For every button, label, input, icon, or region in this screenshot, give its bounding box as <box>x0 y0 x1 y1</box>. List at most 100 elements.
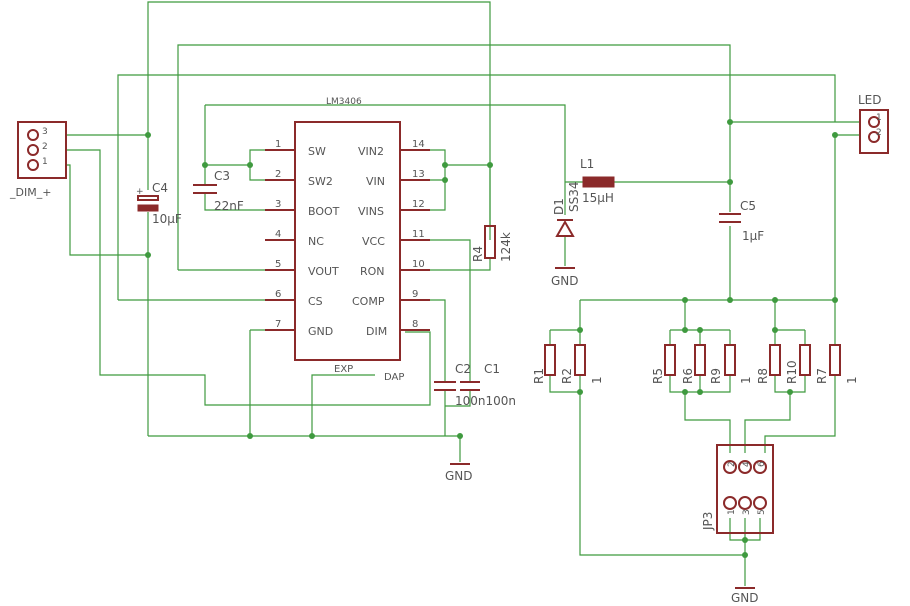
gnd-symbol-diode: GND <box>551 267 579 288</box>
jp3-pin-3 <box>738 496 752 510</box>
ic-pin-name-ron: RON <box>360 265 385 278</box>
resistor-r8: R8 <box>756 344 781 384</box>
r5-name: R5 <box>651 368 665 384</box>
r4-name: R4 <box>471 246 485 262</box>
l1-value: 15µH <box>582 191 614 205</box>
ic-left-pin-stubs <box>265 149 295 331</box>
jp3-pin-label-6: 6 <box>757 461 767 467</box>
capacitor-c3: C3 22nF <box>193 169 244 213</box>
dim-connector-pin-1 <box>27 159 39 171</box>
r9-name: R9 <box>709 368 723 384</box>
c4-plus-sign: + <box>136 187 144 197</box>
jp3-pin-label-2: 2 <box>727 461 737 467</box>
jp3-pin-6 <box>753 460 767 474</box>
gnd-symbol-jp3: GND <box>731 587 759 605</box>
dim-pin-label-3: 3 <box>42 127 48 137</box>
resistor-r7: R7 1 <box>815 344 859 384</box>
c5-value: 1µF <box>742 229 764 243</box>
gnd-symbol-center: GND <box>445 463 473 483</box>
c4-plate-top <box>137 195 159 201</box>
capacitor-c2: C2 <box>434 362 471 391</box>
c4-plate-bottom <box>137 204 159 212</box>
jp3-pin-label-3: 3 <box>742 509 752 515</box>
resistor-r6: R6 <box>681 344 706 384</box>
c4-name: C4 <box>152 181 168 195</box>
dim-connector-label: _DIM_+ <box>9 186 51 199</box>
led-connector: 1 2 LED <box>858 93 889 154</box>
resistor-r1: R1 <box>532 344 556 384</box>
jp3-pin-label-5: 5 <box>757 509 767 515</box>
gnd-label-jp3: GND <box>731 591 759 605</box>
gnd-label-center: GND <box>445 469 473 483</box>
ic-lm3406: LM3406 1 2 3 4 5 6 7 SW SW2 BOOT <box>265 97 430 383</box>
ic-pin-num-12: 12 <box>412 199 425 210</box>
led-pin-label-1: 1 <box>876 113 882 123</box>
ic-pin-num-8: 8 <box>412 319 418 330</box>
resistor-r2: R2 1 <box>560 344 604 384</box>
r7-value: 1 <box>845 376 859 384</box>
ic-dap-label: DAP <box>384 372 404 383</box>
d1-value: SS34 <box>567 181 581 212</box>
junctions <box>145 119 838 558</box>
ic-pin-name-boot: BOOT <box>308 205 340 218</box>
ic-pin-name-vin: VIN <box>366 175 385 188</box>
r7-name: R7 <box>815 368 829 384</box>
jp3-body <box>716 444 774 534</box>
dim-connector-pin-2 <box>27 144 39 156</box>
dim-connector-pin-3 <box>27 129 39 141</box>
d1-name: D1 <box>552 198 566 215</box>
ic-right-pin-stubs <box>400 149 430 331</box>
c1-name: C1 <box>484 362 500 376</box>
dim-connector-body <box>17 121 67 179</box>
capacitor-c1: C1 <box>460 362 500 391</box>
resistor-r9: R9 1 <box>709 344 753 384</box>
jp3-pin-1 <box>723 496 737 510</box>
dim-pin-label-2: 2 <box>42 142 48 152</box>
ic-pin-num-5: 5 <box>275 259 281 270</box>
r6-name: R6 <box>681 368 695 384</box>
ic-pin-name-vins: VINS <box>358 205 384 218</box>
ic-pin-num-3: 3 <box>275 199 281 210</box>
jp3-pin-4 <box>738 460 752 474</box>
r4-value: 124k <box>499 232 513 262</box>
ic-pin-num-1: 1 <box>275 139 281 150</box>
ic-pin-name-dim: DIM <box>366 325 387 338</box>
ic-pin-num-11: 11 <box>412 229 425 240</box>
ic-pin-name-comp: COMP <box>352 295 385 308</box>
ic-pin-num-6: 6 <box>275 289 281 300</box>
ic-pin-name-sw2: SW2 <box>308 175 333 188</box>
r8-name: R8 <box>756 368 770 384</box>
r9-value: 1 <box>739 376 753 384</box>
ic-pin-num-14: 14 <box>412 139 425 150</box>
jp3-pin-5 <box>753 496 767 510</box>
r1-name: R1 <box>532 368 546 384</box>
led-connector-pin-1 <box>868 116 880 128</box>
ic-pin-num-4: 4 <box>275 229 281 240</box>
c3-value: 22nF <box>214 199 244 213</box>
led-connector-body <box>859 109 889 154</box>
c3-name: C3 <box>214 169 230 183</box>
jp3-pin-2 <box>723 460 737 474</box>
ic-pin-name-vcc: VCC <box>362 235 385 248</box>
ic-pin-num-9: 9 <box>412 289 418 300</box>
c2-c1-values: 100n100n <box>455 394 516 408</box>
ic-pin-num-13: 13 <box>412 169 425 180</box>
led-connector-label: LED <box>858 93 882 107</box>
capacitor-c4: + C4 10µF <box>136 181 182 226</box>
capacitor-c5: C5 1µF <box>719 199 764 243</box>
jp3-pin-label-4: 4 <box>742 461 752 467</box>
l1-name: L1 <box>580 157 594 171</box>
resistor-r5: R5 <box>651 344 676 384</box>
c4-value: 10µF <box>152 212 182 226</box>
dim-connector: 3 2 1 _DIM_+ <box>9 121 67 199</box>
c2-name: C2 <box>455 362 471 376</box>
ic-title: LM3406 <box>326 97 362 107</box>
c5-name: C5 <box>740 199 756 213</box>
jumper-jp3: 2 4 6 1 3 5 JP3 <box>701 444 774 534</box>
resistor-r10: R10 <box>785 344 811 384</box>
r2-name: R2 <box>560 368 574 384</box>
ic-pin-name-gnd: GND <box>308 325 333 338</box>
dim-pin-label-1: 1 <box>42 157 48 167</box>
ic-pin-name-cs: CS <box>308 295 323 308</box>
